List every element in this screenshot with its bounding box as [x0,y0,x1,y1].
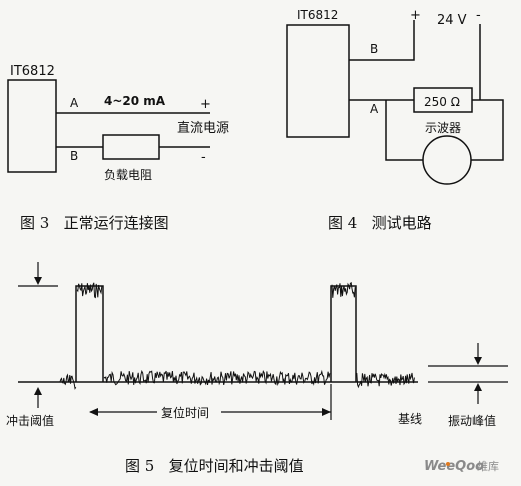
fig5-reset-arrowhead-right-icon [322,408,331,416]
fig4-wire-scope-right [471,99,504,161]
figure-3-connection-diagram: IT6812 A 4~20 mA + 直流电源 B - 负载电阻 图 3 正常运… [7,64,229,232]
fig5-vibration-noise-left [59,373,77,390]
fig4-wire-scope-left [385,100,423,161]
fig5-pulse-2 [330,285,357,382]
fig3-terminal-b-label: B [70,149,78,163]
fig4-resistor-label: 250 Ω [424,95,460,109]
fig5-pulse-2-noise [331,281,356,298]
fig3-plus-sign: + [200,97,211,112]
watermark-logo: WeeQoo 维库 [424,459,499,474]
fig5-baseline-label: 基线 [398,412,422,426]
fig4-wire-b [349,20,415,61]
fig5-peak-arrowhead-bottom-icon [474,383,482,391]
fig5-pulse-1 [75,285,104,382]
fig4-device-box [286,24,350,138]
fig3-terminal-a-label: A [70,96,79,110]
watermark-brand: WeeQoo [424,459,484,474]
fig4-minus-sign: - [476,8,481,23]
fig5-pulse-1-noise [76,282,103,299]
fig4-device-label: IT6812 [297,8,338,22]
fig5-vibration-noise [103,369,331,387]
fig5-reset-label-bg [157,404,221,420]
fig3-device-label: IT6812 [10,64,55,79]
figure-5-reset-time-threshold: 冲击阈值 复位时间 振动峰值 基线 图 5 复位时间和冲击阈值 [6,262,508,475]
fig4-plus-sign: + [410,8,421,23]
watermark-dot-icon [446,462,450,466]
fig5-peak-arrowhead-top-icon [474,357,482,365]
fig4-terminal-a-label: A [370,102,379,116]
fig4-caption: 图 4 测试电路 [328,214,432,232]
fig5-reset-arrowhead-left-icon [89,408,98,416]
fig3-load-resistor [102,134,160,160]
watermark-suffix: 维库 [477,460,499,473]
fig5-reset-time-label: 复位时间 [161,405,209,420]
fig5-caption: 图 5 复位时间和冲击阈值 [125,457,304,475]
fig4-scope-label: 示波器 [425,121,461,135]
fig3-caption: 图 3 正常运行连接图 [20,214,169,232]
fig5-threshold-arrowhead-top-icon [34,277,42,285]
fig5-threshold-arrowhead-bottom-icon [34,387,42,395]
fig4-voltage-label: 24 V [437,13,467,28]
fig3-minus-sign: - [201,150,206,165]
fig3-current-label: 4~20 mA [104,94,166,108]
figure-4-test-circuit: IT6812 B + 24 V - A 250 Ω 示波器 图 4 测试电路 [286,8,504,232]
fig4-terminal-b-label: B [370,42,378,56]
fig3-load-label: 负载电阻 [104,168,152,182]
fig3-device-box [7,79,57,173]
fig4-oscilloscope [422,135,472,185]
fig3-supply-label: 直流电源 [177,121,229,136]
fig5-vibration-peak-label: 振动峰值 [448,413,496,428]
fig5-vibration-noise-right [355,372,415,389]
fig5-shock-threshold-label: 冲击阈值 [6,413,54,428]
